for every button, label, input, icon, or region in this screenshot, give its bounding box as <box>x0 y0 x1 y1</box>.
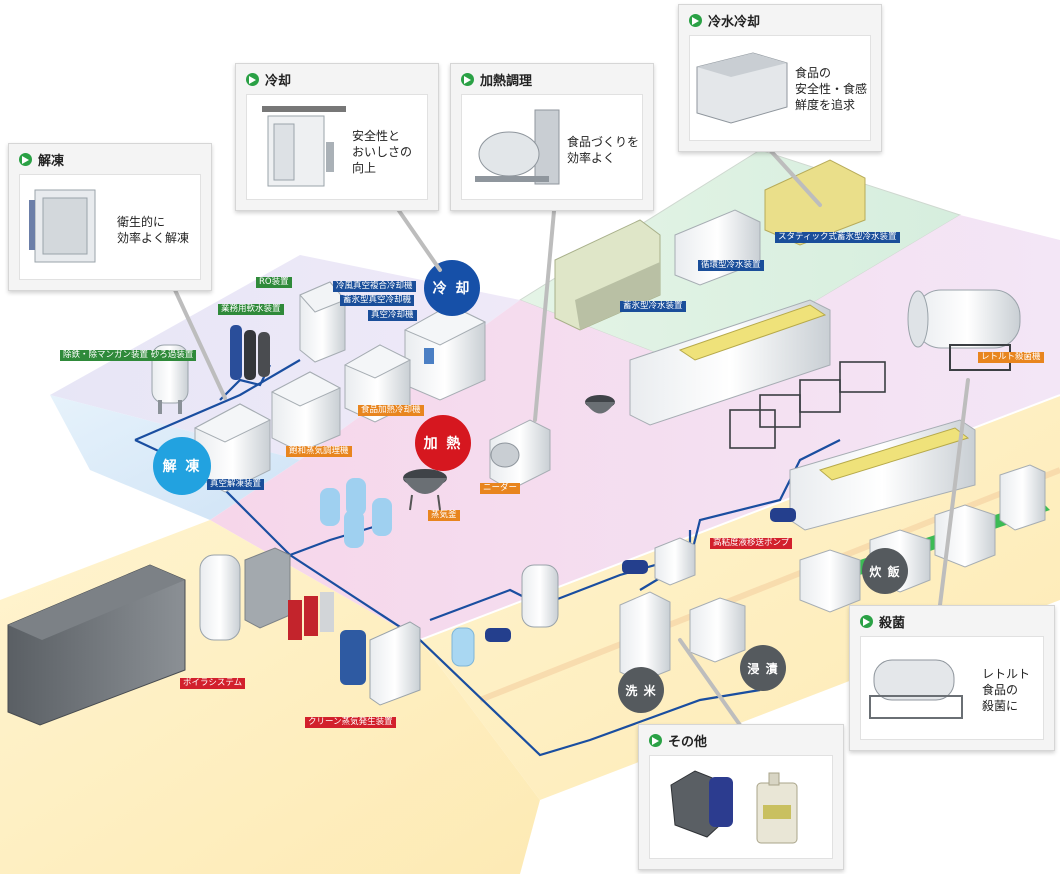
clean-steam-generator <box>340 621 421 706</box>
callout-sterilize[interactable]: 殺菌 レトルト 食品の 殺菌に <box>849 605 1055 751</box>
callout-sterilize-title: 殺菌 <box>879 616 906 631</box>
play-icon <box>649 734 662 747</box>
play-icon <box>461 73 474 86</box>
play-icon <box>689 14 702 27</box>
label-retort: レトルト殺菌機 <box>978 352 1044 363</box>
play-icon <box>860 615 873 628</box>
water-tanks <box>320 478 392 548</box>
floor-edge-line <box>419 394 1060 641</box>
steam-kettle <box>403 469 447 511</box>
play-icon <box>246 73 259 86</box>
tilting-kettle <box>585 395 615 414</box>
label-softener: 業務用軟水装置 <box>218 304 284 315</box>
label-circulating-water: 循環型冷水装置 <box>698 260 764 271</box>
red-cabinets <box>288 592 334 640</box>
callout-sterilize-description: レトルト 食品の 殺菌に <box>982 667 1031 713</box>
softener-unit <box>230 325 270 380</box>
label-kneader: ニーダー <box>480 483 521 494</box>
callout-other-title: その他 <box>668 735 708 750</box>
label-ro-unit: RO装置 <box>256 277 292 288</box>
callout-cool-title-row: 冷却 <box>246 70 291 89</box>
vacuum-thaw-unit <box>193 403 272 493</box>
label-steam-kettle: 蒸気釜 <box>428 510 460 521</box>
callout-thaw-title-row: 解凍 <box>19 150 64 169</box>
callout-cook-description: 食品づくりを 効率よく <box>567 135 640 165</box>
pump-and-detergent-photo <box>670 770 798 844</box>
storage-tank <box>521 564 559 628</box>
pump-2 <box>770 508 796 522</box>
callout-chill-title-row: 冷水冷却 <box>689 11 760 30</box>
callout-sterilize-title-row: 殺菌 <box>860 612 905 631</box>
blue-drum <box>451 627 475 667</box>
callout-cook-title: 加熱調理 <box>480 74 533 89</box>
callout-cool-description: 安全性と おいしさの 向上 <box>352 129 413 175</box>
static-ice-water-unit <box>764 159 866 246</box>
cooler-machine-photo <box>262 106 346 187</box>
pump-1 <box>622 560 648 574</box>
rice-wash-unit <box>619 591 746 683</box>
label-viscous-pump: 高粘度液移送ポンプ <box>710 538 793 549</box>
callout-cool-title: 冷却 <box>265 74 292 89</box>
zone-badge-cooling[interactable]: 冷 却 <box>424 260 480 316</box>
kneader <box>489 419 551 491</box>
vacuum-cooler-large <box>403 304 487 401</box>
cooking-line-lower <box>789 419 976 531</box>
callout-thaw-description: 衛生的に 効率よく解凍 <box>117 215 190 245</box>
callout-other-title-row: その他 <box>649 731 707 750</box>
label-ice-storage-water: 蓄氷型冷水装置 <box>620 301 686 312</box>
callout-chill-description: 食品の 安全性・食感 鮮度を追求 <box>795 66 868 112</box>
saturated-steam-cooker <box>270 371 342 453</box>
label-vacuum-cooler: 真空冷却機 <box>368 310 417 321</box>
thaw-machine-photo <box>29 189 96 263</box>
floor-heating-zone <box>210 215 1060 640</box>
callout-thaw[interactable]: 解凍 衛生的に 効率よく解凍 <box>8 143 212 291</box>
callout-cook-title-row: 加熱調理 <box>461 70 532 89</box>
cooking-line-upper <box>629 299 831 426</box>
callout-thaw-title: 解凍 <box>38 154 65 169</box>
label-vacuum-thaw: 真空解凍装置 <box>207 479 265 490</box>
label-air-vacuum-cooler: 冷風真空複合冷却機 <box>333 281 416 292</box>
floor-cooling-zone <box>50 255 520 460</box>
label-food-heat-cooler: 食品加熱冷却機 <box>358 405 424 416</box>
zone-badge-wash[interactable]: 洗 米 <box>618 667 664 713</box>
food-heat-cooler <box>343 344 412 423</box>
label-boiler: ボイラシステム <box>180 678 246 689</box>
label-static-ice-water: スタティック式蓄氷型冷水装置 <box>775 232 900 243</box>
retort-sterilizer <box>907 289 1021 371</box>
label-iron-removal: 除鉄・除マンガン装置 砂ろ過装置 <box>60 350 197 361</box>
retort-photo <box>869 659 963 719</box>
label-clean-steam: クリーン蒸気発生装置 <box>305 717 396 728</box>
pump-3 <box>485 628 511 642</box>
tray-racks <box>729 361 886 449</box>
transfer-unit <box>654 537 696 586</box>
callout-chill[interactable]: 冷水冷却 食品の 安全性・食感 鮮度を追求 <box>678 4 882 152</box>
zone-badge-rice[interactable]: 炊 飯 <box>862 548 908 594</box>
kneader-machine-photo <box>475 109 560 185</box>
label-ice-vacuum-cooler: 蓄氷型真空冷却機 <box>340 295 415 306</box>
callout-cook[interactable]: 加熱調理 食品づくりを 効率よく <box>450 63 654 211</box>
callout-other[interactable]: その他 <box>638 724 844 870</box>
chiller-photo <box>696 52 788 124</box>
zone-badge-heating[interactable]: 加 熱 <box>415 415 471 471</box>
callout-chill-title: 冷水冷却 <box>708 15 761 30</box>
label-saturated-steam-cooker: 飽和蒸気調理機 <box>286 446 352 457</box>
play-icon <box>19 153 32 166</box>
callout-cool[interactable]: 冷却 安全性と おいしさの 向上 <box>235 63 439 211</box>
floor-edge-line-2 <box>478 467 1060 703</box>
zone-badge-steep[interactable]: 浸 漬 <box>740 645 786 691</box>
zone-badge-thawing[interactable]: 解 凍 <box>153 437 211 495</box>
